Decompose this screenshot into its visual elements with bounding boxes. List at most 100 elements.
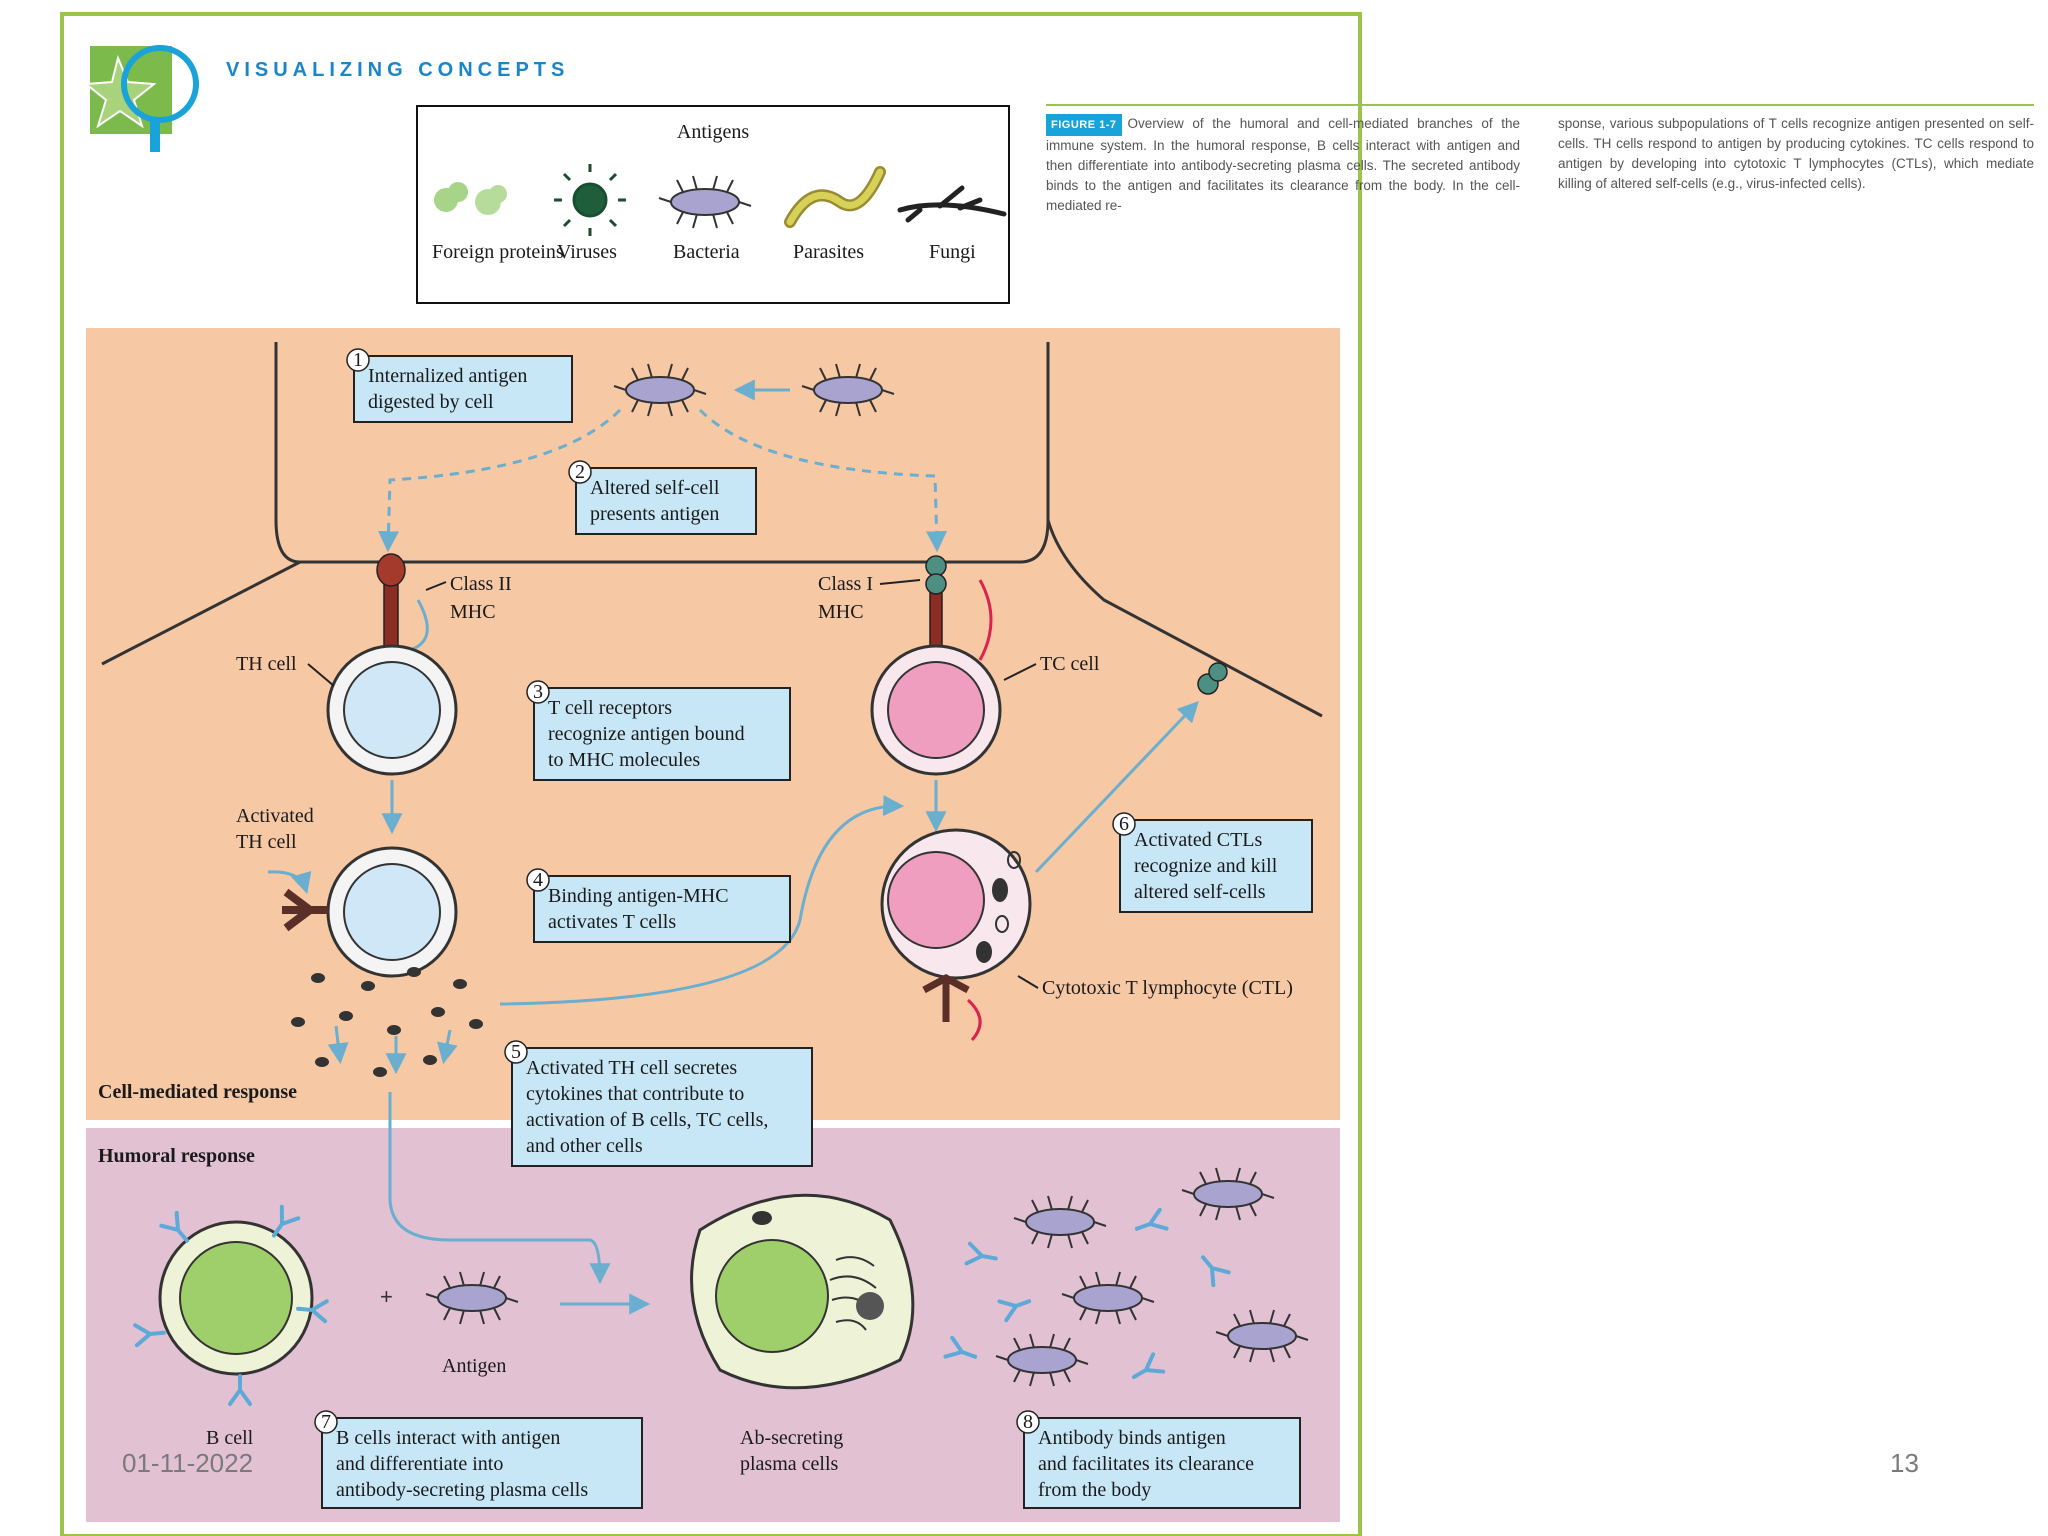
humoral-label: Humoral response — [98, 1145, 255, 1167]
step-text-line: from the body — [1038, 1479, 1151, 1501]
legend-title: Antigens — [677, 121, 749, 143]
cell-mediated-label: Cell-mediated response — [98, 1081, 297, 1103]
plasma-cell — [690, 1193, 915, 1390]
caption-text-1: Overview of the humoral and cell-mediate… — [1046, 116, 1520, 213]
step-number-badge — [504, 1040, 528, 1064]
class2-label: Class II — [450, 573, 512, 595]
legend-item-0: Foreign proteins — [432, 241, 564, 263]
step-text-line: digested by cell — [368, 391, 494, 413]
activated-th-cell — [267, 846, 458, 978]
cytokine-to-b-arrow — [388, 1092, 611, 1285]
step-text-line: T cell receptors — [548, 697, 672, 719]
step-number: 6 — [1119, 813, 1129, 835]
step-number: 3 — [533, 681, 543, 703]
virus-icon — [554, 164, 626, 236]
step-text-line: recognize antigen bound — [548, 723, 745, 745]
step-text-line: presents antigen — [590, 503, 719, 525]
parasite-icon — [784, 166, 886, 228]
step-number-badge — [1016, 1410, 1040, 1434]
self-cell-membrane — [274, 342, 1050, 564]
b-cell — [133, 1204, 329, 1406]
step-number: 7 — [321, 1411, 331, 1433]
header-title: VISUALIZING CONCEPTS — [226, 59, 569, 81]
step-number: 5 — [511, 1041, 521, 1063]
antigen-label: Antigen — [442, 1355, 506, 1377]
step-text-line: and differentiate into — [336, 1453, 503, 1475]
class1-label-2: MHC — [818, 601, 864, 623]
step-text-line: B cells interact with antigen — [336, 1427, 560, 1449]
step-number: 2 — [575, 461, 585, 483]
step-text-line: altered self-cells — [1134, 881, 1266, 903]
step-text-line: recognize and kill — [1134, 855, 1278, 877]
step-box-7: 7B cells interact with antigen and differ… — [314, 1410, 643, 1509]
foreign-proteins-icon — [434, 182, 507, 215]
step-number-badge — [526, 680, 550, 704]
caption-col-2: sponse, various subpopulations of T cell… — [1558, 114, 2034, 194]
th-cell-label: TH cell — [236, 653, 297, 675]
b-cell-label: B cell — [206, 1427, 254, 1449]
legend-item-3: Parasites — [793, 241, 864, 263]
legend-item-2: Bacteria — [673, 241, 740, 263]
plasma-label-1: Ab-secreting — [740, 1427, 843, 1449]
step-text-line: and facilitates its clearance — [1038, 1453, 1254, 1475]
class2-mhc-icon — [376, 553, 406, 649]
step-number: 4 — [533, 869, 543, 891]
step-text-line: Antibody binds antigen — [1038, 1427, 1226, 1449]
footer-date: 01-11-2022 — [122, 1448, 254, 1478]
plasma-label-2: plasma cells — [740, 1453, 839, 1475]
dashed-path-left — [377, 408, 622, 553]
figure-frame — [60, 12, 1362, 1536]
step-number: 8 — [1023, 1411, 1033, 1433]
ctl-cell — [880, 828, 1032, 1042]
caption-text-2: sponse, various subpopulations of T cell… — [1558, 116, 2034, 191]
th-cell — [326, 644, 458, 776]
activated-th-label-2: TH cell — [236, 831, 297, 853]
step-text-line: Activated TH cell secretes — [526, 1057, 737, 1079]
step-number: 1 — [353, 349, 363, 371]
step-text-line: Internalized antigen — [368, 365, 527, 387]
step-number-badge — [1112, 812, 1136, 836]
tc-cell — [870, 644, 1002, 776]
class2-label-2: MHC — [450, 601, 496, 623]
figure-tag: FIGURE 1-7 — [1046, 114, 1122, 136]
caption-rule — [1046, 104, 2034, 106]
legend-item-1: Viruses — [557, 241, 617, 263]
cytokines — [291, 967, 483, 1077]
step-number-badge — [346, 348, 370, 372]
class1-label: Class I — [818, 573, 873, 595]
cytokine-to-tc-arrow — [499, 795, 905, 1006]
dashed-path-right — [698, 408, 948, 553]
footer-page-number: 13 — [1890, 1448, 1919, 1478]
step-number-badge — [568, 460, 592, 484]
ctl-label: Cytotoxic T lymphocyte (CTL) — [1042, 977, 1293, 999]
step-number-badge — [526, 868, 550, 892]
ctl-kill-arrow — [1034, 700, 1199, 874]
step-text-line: and other cells — [526, 1135, 643, 1157]
altered-self-cell-mhc-icon — [1197, 662, 1228, 695]
left-cell-boundary — [101, 560, 301, 666]
class1-mhc-icon — [925, 555, 993, 661]
activated-th-label-1: Activated — [236, 805, 314, 827]
step-text-line: Activated CTLs — [1134, 829, 1263, 851]
step-text-line: Altered self-cell — [590, 477, 720, 499]
tc-cell-label: TC cell — [1040, 653, 1100, 675]
step-text-line: activates T cells — [548, 911, 676, 933]
step-box-3: 3T cell receptors recognize antigen bound… — [526, 680, 791, 781]
step-number-badge — [314, 1410, 338, 1434]
step-text-line: activation of B cells, TC cells, — [526, 1109, 768, 1131]
step-text-line: to MHC molecules — [548, 749, 700, 771]
antigen-legend: Antigens Foreign proteins Viruses Bacter… — [416, 105, 1010, 304]
legend-item-4: Fungi — [929, 241, 976, 263]
visualizing-concepts-logo-icon — [83, 45, 199, 152]
right-cell-boundary — [1046, 519, 1323, 718]
step-text-line: antibody-secreting plasma cells — [336, 1479, 588, 1501]
step-text-line: cytokines that contribute to — [526, 1083, 744, 1105]
